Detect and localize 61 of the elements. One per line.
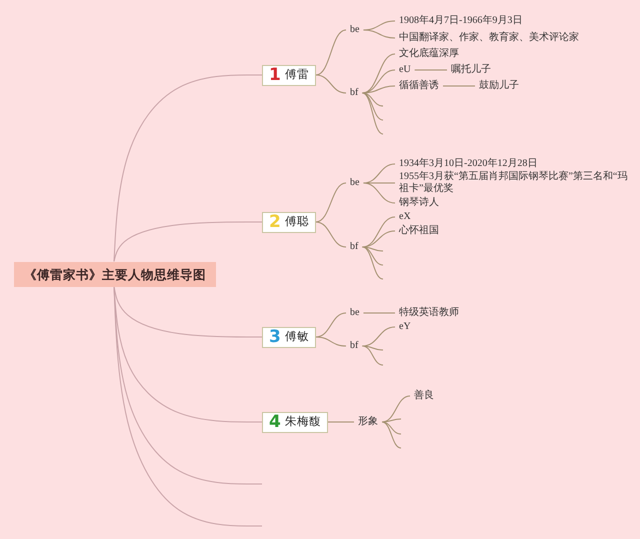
branch-line bbox=[362, 246, 384, 266]
branch-text: 特级英语教师 bbox=[395, 307, 463, 319]
branch-text: 中国翻译家、作家、教育家、美术评论家 bbox=[395, 32, 583, 44]
branch-line bbox=[362, 346, 384, 366]
branch-text: eU bbox=[395, 64, 415, 76]
subtopic-label: bf bbox=[346, 241, 362, 253]
topic-box bbox=[262, 412, 328, 432]
branch-line bbox=[315, 74, 346, 94]
topic-number: 4 bbox=[269, 412, 281, 432]
branch-line bbox=[315, 30, 346, 76]
branch-line bbox=[362, 54, 396, 94]
subtopic-label: bf bbox=[346, 87, 362, 99]
subtopic-label: be bbox=[346, 177, 364, 189]
topic-box bbox=[262, 212, 316, 232]
branch-line bbox=[382, 418, 402, 422]
branch-line bbox=[362, 86, 396, 94]
branch-line bbox=[362, 182, 396, 204]
branch-line bbox=[362, 30, 396, 38]
branch-line bbox=[362, 92, 384, 134]
branch-text: eX bbox=[395, 211, 415, 223]
branch-text: 文化底蕴深厚 bbox=[395, 48, 463, 60]
topic-label: 朱梅馥 bbox=[284, 415, 321, 429]
central-topic-box: 《傅雷家书》主要人物思维导图 bbox=[14, 262, 216, 286]
subtopic-label: bf bbox=[346, 340, 362, 352]
topic-box bbox=[262, 64, 316, 86]
branch-text: 1908年4月7日-1966年9月3日 bbox=[395, 15, 526, 27]
branch-line bbox=[362, 246, 384, 252]
branch-text: 心怀祖国 bbox=[395, 225, 443, 237]
topic-label: 傅雷 bbox=[284, 68, 309, 82]
topic-label: 傅敏 bbox=[284, 330, 309, 344]
branch-text: 嘱托儿子 bbox=[447, 64, 495, 76]
branch-line bbox=[362, 92, 384, 120]
branch-text: 鼓励儿子 bbox=[475, 80, 523, 92]
topic-number: 3 bbox=[269, 328, 281, 346]
branch-line bbox=[315, 182, 346, 222]
topic-number: 1 bbox=[269, 66, 281, 84]
branch-line bbox=[362, 312, 396, 314]
branch-text: 循循善诱 bbox=[395, 80, 443, 92]
branch-text: 钢琴诗人 bbox=[395, 197, 443, 209]
topic-label: 傅聪 bbox=[284, 215, 309, 229]
topic-number: 2 bbox=[269, 212, 281, 232]
subtopic-label: be bbox=[346, 307, 364, 319]
branch-line bbox=[315, 222, 346, 248]
subtopic-label: be bbox=[346, 24, 364, 36]
branch-line bbox=[382, 422, 402, 434]
branch-line bbox=[362, 92, 384, 106]
branch-line bbox=[362, 216, 396, 248]
branch-line bbox=[362, 246, 384, 280]
subtopic-label: 形象 bbox=[354, 416, 382, 428]
branch-line bbox=[382, 396, 410, 422]
branch-line bbox=[362, 346, 384, 350]
branch-line bbox=[114, 286, 262, 338]
branch-line bbox=[382, 422, 402, 448]
branch-text: 1934年3月10日-2020年12月28日 bbox=[395, 158, 542, 170]
branch-text: eY bbox=[395, 321, 415, 333]
branch-text: 1955年3月获“第五届肖邦国际钢琴比赛”第三名和“玛祖卡”最优奖 bbox=[395, 171, 640, 195]
branch-text: 善良 bbox=[410, 390, 438, 402]
branch-line bbox=[114, 74, 262, 262]
branch-line bbox=[114, 222, 262, 262]
branch-line bbox=[315, 336, 346, 346]
topic-box bbox=[262, 326, 316, 348]
